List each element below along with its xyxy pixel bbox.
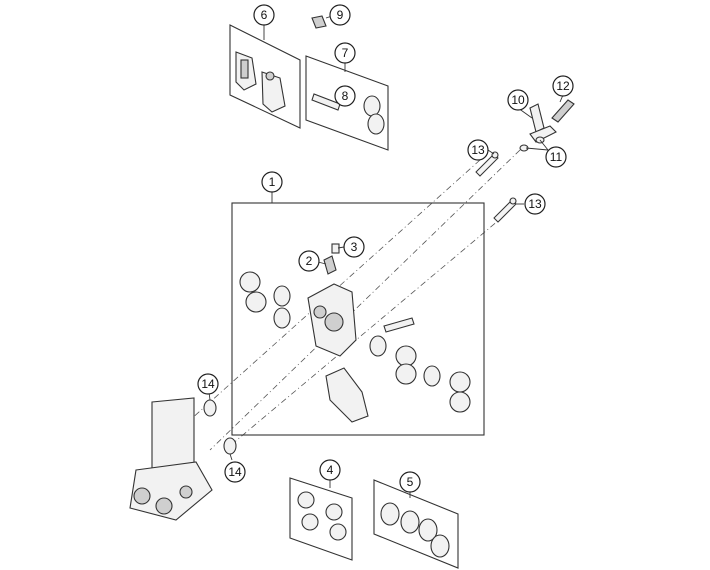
spacer-upper xyxy=(203,399,217,417)
svg-text:2: 2 xyxy=(306,254,313,268)
callout-5: 5 xyxy=(399,471,421,493)
caliper-assembly-box xyxy=(231,202,485,436)
svg-text:5: 5 xyxy=(407,475,414,489)
callout-12: 12 xyxy=(552,75,574,97)
callout-7: 7 xyxy=(334,42,356,64)
callout-8: 8 xyxy=(334,85,356,107)
svg-text:8: 8 xyxy=(342,89,349,103)
inner-brake-pad xyxy=(325,367,369,423)
svg-text:12: 12 xyxy=(556,79,570,93)
callout-13-lower: 13 xyxy=(524,193,546,215)
retaining-clip xyxy=(311,15,327,29)
callout-14-upper: 14 xyxy=(197,373,219,395)
svg-text:3: 3 xyxy=(351,240,358,254)
seal-kit-box xyxy=(373,479,459,569)
bleed-screw xyxy=(323,255,337,275)
callout-10: 10 xyxy=(507,89,529,111)
fork-leg xyxy=(129,397,213,521)
svg-text:13: 13 xyxy=(471,143,485,157)
brake-pad-right xyxy=(261,71,286,113)
svg-text:14: 14 xyxy=(228,465,242,479)
callout-14-lower: 14 xyxy=(224,461,246,483)
callout-9: 9 xyxy=(329,4,351,26)
pistons-kit-parts xyxy=(297,491,347,541)
caliper-pistons-right xyxy=(369,335,471,413)
pin-kit-box xyxy=(305,55,389,151)
svg-text:1: 1 xyxy=(269,175,276,189)
bleed-cap xyxy=(331,243,340,254)
pistons-kit-box xyxy=(289,477,353,561)
svg-text:7: 7 xyxy=(342,46,349,60)
callout-2: 2 xyxy=(298,250,320,272)
inner-slide-pin xyxy=(383,317,415,333)
brake-pad-left xyxy=(235,51,257,91)
svg-text:14: 14 xyxy=(201,377,215,391)
seal-kit-rings xyxy=(380,502,450,558)
svg-text:4: 4 xyxy=(327,463,334,477)
svg-text:6: 6 xyxy=(261,8,268,22)
callout-11: 11 xyxy=(545,146,567,168)
brake-pads-box xyxy=(229,24,301,129)
svg-text:13: 13 xyxy=(528,197,542,211)
caliper-pistons-left xyxy=(239,271,291,329)
callout-3: 3 xyxy=(343,236,365,258)
callout-13-upper: 13 xyxy=(467,139,489,161)
callout-6: 6 xyxy=(253,4,275,26)
spacer-lower xyxy=(223,437,237,455)
svg-text:10: 10 xyxy=(511,93,525,107)
boot-seals xyxy=(363,95,385,135)
bleed-fitting-group xyxy=(519,99,575,152)
callout-4: 4 xyxy=(319,459,341,481)
svg-text:9: 9 xyxy=(337,8,344,22)
callout-1: 1 xyxy=(261,171,283,193)
caliper-body xyxy=(307,283,357,357)
caliper-bolt-lower xyxy=(493,197,517,223)
svg-text:11: 11 xyxy=(550,150,563,164)
assembly-axis-lines xyxy=(189,149,521,451)
